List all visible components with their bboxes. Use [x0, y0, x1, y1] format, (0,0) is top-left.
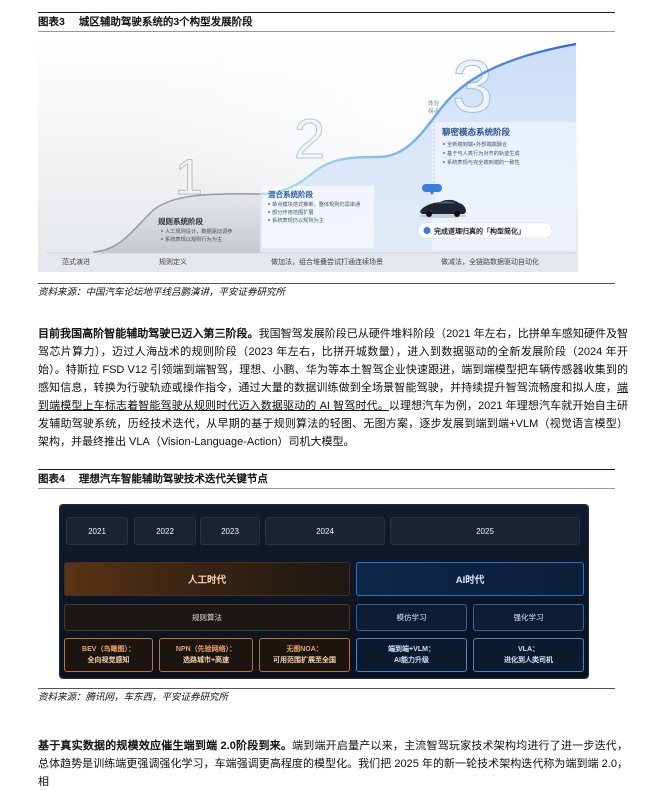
- stage-evolution-figure: 1 2 3 体验 拐点 规则系统阶段 人工规则设计，数据驱动调参 系统表现以规则…: [38, 36, 578, 272]
- axis-label: 做加法，组合堆叠尝试打通连续场景: [271, 257, 383, 266]
- callout-pill: [417, 222, 553, 239]
- axis-label: 规则定义: [159, 257, 187, 266]
- paragraph1-underlined: 端到端模型上车标志着智能驾驶从规则时代迈入数据驱动的 AI 智驾时代。: [38, 382, 628, 412]
- figure4-label: 图表4: [38, 473, 65, 485]
- callout-dot-icon: [423, 227, 431, 234]
- milestone-title: 端到端+VLM：: [388, 646, 435, 653]
- car-wheel: [454, 211, 460, 217]
- year-2024: 2024: [265, 517, 385, 545]
- milestone-desc: AI能力升级: [394, 657, 429, 664]
- inflection-label-line1: 体验: [428, 99, 440, 107]
- figure3-label: 图表3: [38, 16, 65, 28]
- stage3-bullet: 基于与人类行为对齐的轨迹生成: [447, 149, 520, 157]
- milestone-e2e-vlm: 端到端+VLM： AI能力升级: [356, 638, 467, 672]
- milestone-title: 无图NOA：: [286, 646, 323, 653]
- milestone-desc: 可用范围扩展至全国: [273, 657, 336, 664]
- stage2-bullet: 系统表现仍以规则为主: [272, 216, 324, 224]
- milestone-title: NPN（先验网络）：: [175, 646, 237, 653]
- figure3-title: 城区辅助驾驶系统的3个构型发展阶段: [78, 16, 253, 28]
- stage1-area: [93, 193, 260, 253]
- stage2-bullet-dot: [268, 203, 270, 205]
- stage3-bullet-dot: [443, 152, 445, 154]
- paragraph-e2e-2: 基于真实数据的规模效应催生端到端 2.0阶段到来。端到端开启量产以来，主流智驾玩…: [38, 737, 628, 788]
- car-tag-pointer: [430, 192, 434, 195]
- milestone-vla: VLA： 进化到人类司机: [473, 638, 584, 672]
- year-2021: 2021: [66, 517, 128, 545]
- milestone-bev: BEV（鸟瞰图）： 全向视觉感知: [64, 638, 153, 672]
- paragraph1-body1: 我国智驾发展阶段已从硬件堆料阶段（2021 年左右，比拼单车感知硬件及智驾芯片算…: [38, 328, 628, 394]
- milestone-title: VLA：: [518, 646, 539, 653]
- era-ai: AI时代: [356, 562, 584, 596]
- stage1-bullet: 人工规则设计，数据驱动调参: [165, 227, 232, 235]
- stage2-bullet-dot: [268, 211, 270, 213]
- stage23-curve: [259, 42, 577, 196]
- figure3-header: 图表3 城区辅助驾驶系统的3个构型发展阶段: [38, 12, 615, 32]
- milestone-title: BEV（鸟瞰图）：: [82, 646, 135, 653]
- axis-label: 范式演进: [62, 257, 90, 266]
- stage-number-3: 3: [452, 45, 493, 128]
- stage1-bullet-dot: [161, 238, 163, 240]
- car-wheel: [426, 211, 432, 217]
- era-manual: 人工时代: [64, 562, 350, 596]
- milestone-npn: NPN（先验网络）： 选路城市+高速: [159, 638, 253, 672]
- milestone-mapless-noa: 无图NOA： 可用范围扩展至全国: [259, 638, 350, 672]
- figure4-source: 资料来源：腾讯网，车东西，平安证券研究所: [38, 688, 615, 705]
- paragraph1-lead: 目前我国高阶智能辅助驾驶已迈入第三阶段。: [38, 328, 259, 340]
- stage3-bullet-dot: [443, 161, 445, 163]
- method-reinforcement: 强化学习: [473, 604, 584, 631]
- paragraph2-body: 端到端开启量产以来，主流智驾玩家技术架构均进行了进一步迭代，总体趋势是训练端更强…: [38, 740, 628, 788]
- stage2-bullet: 单点模块范式推断，整体规则仍需串通: [272, 200, 361, 208]
- stage3-bullet: 系统表现与完全端到端的一致性: [447, 158, 520, 166]
- stage2-panel: [262, 186, 374, 248]
- car-tag: [422, 184, 442, 192]
- year-2025: 2025: [390, 517, 580, 545]
- figure3-source: 资料来源：中国汽车论坛地平线吕鹏演讲，平安证券研究所: [38, 283, 615, 300]
- iteration-timeline-panel: 2021 2022 2023 2024 2025 人工时代 AI时代 规则算法 …: [60, 505, 588, 678]
- stage3-title: 聊密模态系统阶段: [442, 127, 511, 137]
- car-window: [437, 201, 456, 204]
- stage2-bullet: 部分作用范围扩展: [272, 208, 314, 216]
- milestone-desc: 进化到人类司机: [504, 657, 553, 664]
- figure4-title: 理想汽车智能辅助驾驶技术迭代关键节点: [78, 473, 268, 485]
- stage1-curve: [92, 193, 261, 253]
- stage3-bullet-dot: [443, 143, 445, 145]
- stage3-panel: [432, 122, 576, 250]
- milestone-desc: 全向视觉感知: [87, 657, 130, 664]
- paragraph1-body2: 以理想汽车为例，2021 年理想汽车就开始自主研发辅助驾驶系统，历经技术迭代，从…: [38, 400, 628, 448]
- callout-text: 完成道理归真的「构型简化」: [434, 227, 525, 236]
- year-2022: 2022: [134, 517, 196, 545]
- method-imitation: 模仿学习: [356, 604, 467, 631]
- stage1-bullet: 系统表现以规则行为为主: [165, 235, 222, 243]
- paragraph2-lead: 基于真实数据的规模效应催生端到端 2.0阶段到来。: [38, 740, 293, 752]
- figure4-header: 图表4 理想汽车智能辅助驾驶技术迭代关键节点: [38, 469, 615, 489]
- stage-number-2: 2: [294, 107, 325, 170]
- inflection-label-line2: 拐点: [428, 107, 440, 115]
- stage2-bullet-dot: [268, 219, 270, 221]
- stage1-title: 规则系统阶段: [158, 216, 203, 226]
- year-2023: 2023: [200, 517, 260, 545]
- method-rules: 规则算法: [64, 604, 350, 631]
- stage1-bullet-dot: [161, 230, 163, 232]
- paragraph-third-stage: 目前我国高阶智能辅助驾驶已迈入第三阶段。我国智驾发展阶段已从硬件堆料阶段（202…: [38, 325, 628, 451]
- stage2-title: 混合系统阶段: [268, 189, 313, 199]
- stage3-bullet: 全新端到端+外部端端融合: [447, 140, 508, 148]
- milestone-desc: 选路城市+高速: [182, 657, 230, 664]
- axis-label: 做减法，全链路数据驱动自动化: [441, 257, 539, 266]
